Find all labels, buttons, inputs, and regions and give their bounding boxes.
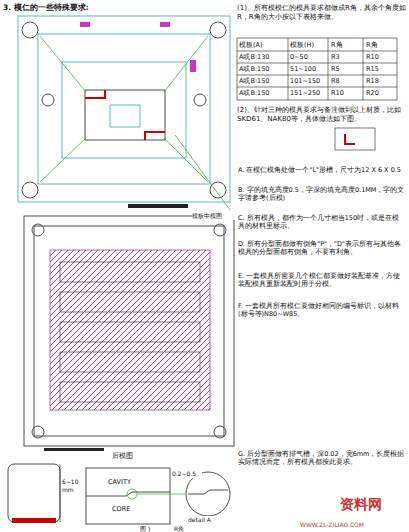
note-text: F. 一套模具所有模仁要做好相同的编号标识，以材料(标号等)N80~W85。	[238, 302, 406, 318]
callout-label: R角	[174, 525, 194, 532]
note-text: (2)、针对三种的模具要求与备注做到以上材质，比如SKD61、NAK80等，具体…	[237, 106, 405, 124]
note-text: G. 后分型面做有排气槽，深0.02，宽6mm，长度根据实际情况而定，所有模具都…	[238, 450, 406, 466]
table-cell: R5	[331, 65, 361, 73]
region-label: CAVITY	[108, 478, 158, 486]
table-cell: 51~100	[290, 65, 327, 73]
table-cell: R10	[366, 53, 396, 61]
watermark: WWW.ZL-ZILIAO.COM	[300, 521, 405, 529]
watermark: 资料网	[340, 496, 400, 514]
table-cell: A或B:130	[239, 53, 287, 61]
note-text: B. 字的填充高度0.5，字深的填充高度0.1MM，字的文字请参考(后模)	[238, 186, 406, 202]
detail-label: detail A	[188, 516, 228, 524]
view-label: 模板中模图	[192, 212, 236, 220]
table-cell: A或B:150	[239, 89, 287, 97]
table-cell: R18	[366, 77, 396, 85]
table-cell: A或B:150	[239, 77, 287, 85]
dimension: 6~10mm	[62, 478, 84, 493]
figure-label: 图 )	[140, 525, 160, 532]
table-cell: 0~50	[290, 53, 327, 61]
table-cell: 101~150	[290, 77, 327, 85]
table-cell: R20	[366, 89, 396, 97]
note-text: D. 所有分型面都做有倒角"P"，"D"表示所有与其他各模具的分型面都有倒角，不…	[238, 240, 406, 256]
table-cell: R8	[331, 77, 361, 85]
region-label: CORE	[112, 505, 152, 513]
table-cell: R10	[331, 89, 361, 97]
table-cell: 模板(H)	[290, 41, 327, 49]
table-cell: R角	[366, 41, 396, 49]
dimension: 0.2~0.5	[172, 470, 202, 478]
note-text: A. 在模仁模角处做一个"L"形槽，尺寸为12 X 6 X 0.5	[238, 166, 406, 174]
table-cell: 模板(A)	[239, 41, 287, 49]
note-text: C. 所有模具，都作为一个几寸相当150吋，或是在模具的材料里标示。	[238, 214, 406, 230]
table-cell: A或B:150	[239, 65, 287, 73]
table-cell: R3	[331, 53, 361, 61]
view-label: 后模图	[112, 452, 152, 460]
table-cell: R角	[331, 41, 361, 49]
table-cell: 151~250	[290, 89, 327, 97]
note-text: E. 一套模具所需要几个模仁都要做好装配基准，方便装配模具重新装配时用于分模。	[238, 272, 406, 288]
table-cell: R15	[366, 65, 396, 73]
section-title: 3. 模仁的一些特殊要求:	[3, 3, 203, 12]
note-text: (1)、所有模模仁的模具要求都做成R角，其余个角度如R，R角的大小按以下表格来做…	[237, 4, 407, 22]
